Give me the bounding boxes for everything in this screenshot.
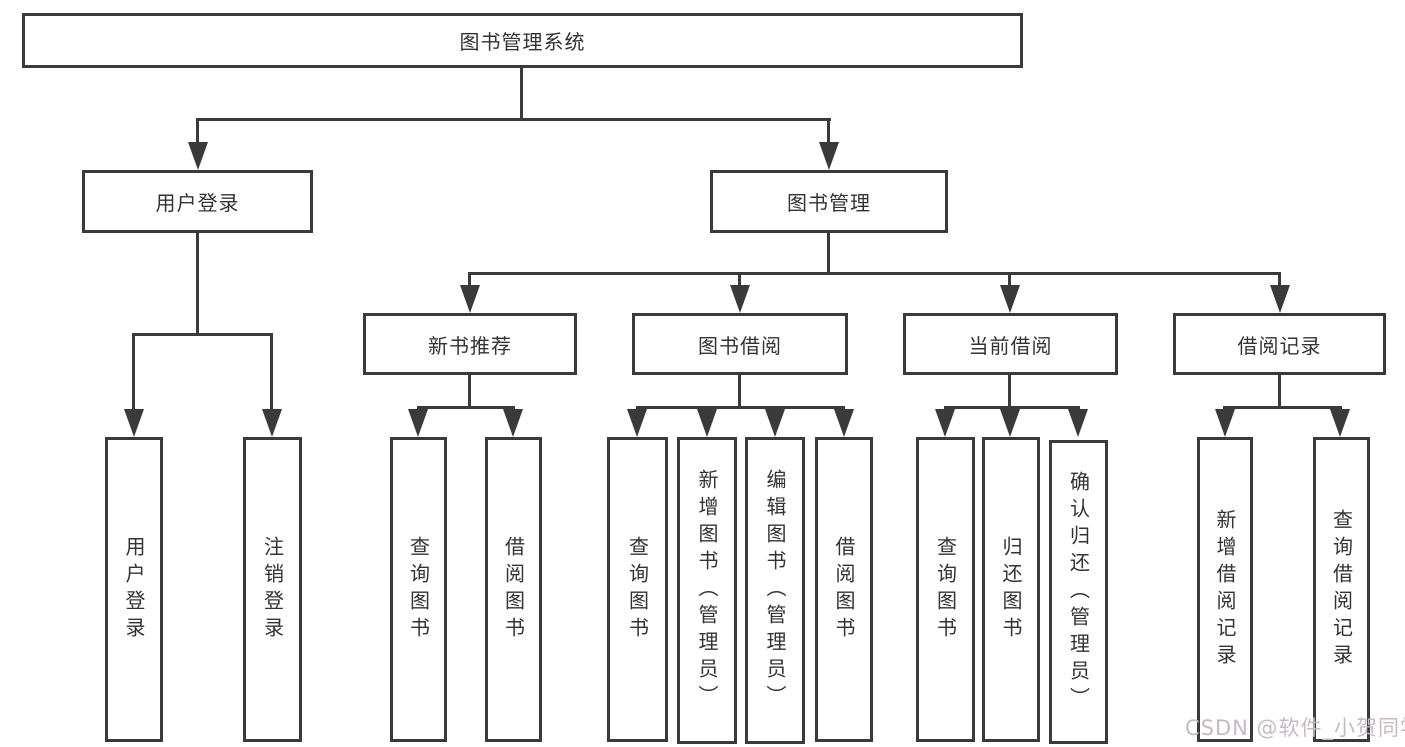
- leaf-records-query-label: 查询借阅记录: [1329, 508, 1354, 671]
- node-root: 图书管理系统: [22, 13, 1023, 68]
- leaf-records-add: 新增借阅记录: [1197, 437, 1253, 742]
- edge-book-borrow-stem: [738, 375, 741, 407]
- edge-new-books-drop: [468, 272, 471, 287]
- edge-current-borrow-stem: [1008, 375, 1011, 407]
- leaf-logout-label: 注销登录: [260, 535, 285, 644]
- edge-current-borrow-bar: [944, 406, 1080, 409]
- arrow-book-borrow-a: [627, 409, 647, 437]
- arrow-user-login: [188, 142, 208, 170]
- edge-user-login-stem: [196, 233, 199, 333]
- arrow-current-borrow-a: [935, 409, 955, 437]
- node-new-books-label: 新书推荐: [428, 333, 512, 358]
- edge-user-login-drop: [196, 118, 199, 144]
- leaf-borrow-book: 借阅图书: [815, 437, 873, 742]
- csdn-watermark: CSDN @软件_小贺同学: [1185, 716, 1405, 740]
- edge-user-leaves-bar: [132, 333, 273, 336]
- edge-new-books-stem: [468, 375, 471, 407]
- leaf-new-books-query-label: 查询图书: [406, 535, 431, 644]
- node-current-borrow: 当前借阅: [903, 313, 1118, 375]
- node-user-login-label: 用户登录: [155, 191, 240, 215]
- arrow-user-leaf-b: [262, 409, 282, 437]
- leaf-borrow-query: 查询图书: [607, 437, 668, 742]
- arrow-current-borrow-b: [1000, 409, 1020, 437]
- leaf-borrow-add-admin-label: 新增图书（管理员）: [695, 469, 719, 712]
- node-root-label: 图书管理系统: [459, 30, 586, 54]
- arrow-book-mgmt: [819, 142, 839, 170]
- leaf-borrow-add-admin: 新增图书（管理员）: [677, 437, 737, 744]
- arrow-current-borrow-c: [1068, 409, 1088, 437]
- arrow-new-books-b: [503, 409, 523, 437]
- edge-level2-bar: [196, 118, 831, 121]
- leaf-logout: 注销登录: [243, 437, 302, 742]
- leaf-user-login: 用户登录: [105, 437, 163, 742]
- arrow-borrow-records-b: [1330, 409, 1350, 437]
- edge-user-leaf-a-drop: [132, 333, 135, 411]
- arrow-book-borrow-b: [697, 409, 717, 437]
- edge-book-mgmt-drop: [827, 118, 830, 144]
- edge-book-borrow-drop: [738, 272, 741, 287]
- leaf-records-add-label: 新增借阅记录: [1213, 508, 1237, 671]
- node-user-login: 用户登录: [82, 170, 313, 233]
- leaf-borrow-book-label: 借阅图书: [832, 535, 856, 644]
- leaf-borrow-edit-admin: 编辑图书（管理员）: [745, 437, 805, 744]
- leaf-current-confirm-admin: 确认归还（管理员）: [1049, 440, 1108, 744]
- leaf-borrow-query-label: 查询图书: [625, 535, 650, 644]
- arrow-new-books-a: [408, 409, 428, 437]
- node-current-borrow-label: 当前借阅: [968, 333, 1053, 358]
- node-borrow-records: 借阅记录: [1173, 313, 1386, 375]
- edge-book-borrow-bar: [636, 406, 845, 409]
- leaf-current-query-label: 查询图书: [933, 535, 958, 644]
- node-new-books: 新书推荐: [363, 313, 577, 375]
- arrow-user-leaf-a: [124, 409, 144, 437]
- arrow-borrow-records-a: [1215, 409, 1235, 437]
- node-borrow-records-label: 借阅记录: [1237, 333, 1322, 358]
- arrow-new-books: [460, 285, 480, 313]
- edge-borrow-records-stem: [1278, 375, 1281, 407]
- leaf-user-login-label: 用户登录: [122, 535, 146, 644]
- leaf-current-query: 查询图书: [916, 437, 975, 742]
- node-book-mgmt: 图书管理: [710, 170, 948, 233]
- node-book-borrow: 图书借阅: [632, 313, 848, 375]
- leaf-new-books-borrow-label: 借阅图书: [501, 535, 526, 644]
- node-book-mgmt-label: 图书管理: [787, 191, 871, 215]
- edge-borrow-records-drop: [1278, 272, 1281, 287]
- edge-root-stem: [520, 68, 523, 118]
- arrow-borrow-records: [1270, 285, 1290, 313]
- leaf-records-query: 查询借阅记录: [1313, 437, 1370, 742]
- edge-new-books-bar: [417, 406, 515, 409]
- leaf-new-books-borrow: 借阅图书: [485, 437, 542, 742]
- edge-borrow-records-bar: [1223, 406, 1342, 409]
- arrow-current-borrow: [1000, 285, 1020, 313]
- edge-level3-bar: [468, 272, 1281, 275]
- arrow-book-borrow-c: [765, 409, 785, 437]
- leaf-current-return-label: 归还图书: [999, 535, 1023, 644]
- leaf-borrow-edit-admin-label: 编辑图书（管理员）: [763, 469, 787, 712]
- edge-book-mgmt-stem: [827, 233, 830, 272]
- arrow-book-borrow: [730, 285, 750, 313]
- leaf-current-return: 归还图书: [982, 437, 1040, 742]
- node-book-borrow-label: 图书借阅: [698, 333, 782, 358]
- arrow-book-borrow-d: [834, 409, 854, 437]
- leaf-current-confirm-admin-label: 确认归还（管理员）: [1066, 470, 1091, 714]
- edge-current-borrow-drop: [1008, 272, 1011, 287]
- edge-user-leaf-b-drop: [270, 333, 273, 411]
- leaf-new-books-query: 查询图书: [390, 437, 447, 742]
